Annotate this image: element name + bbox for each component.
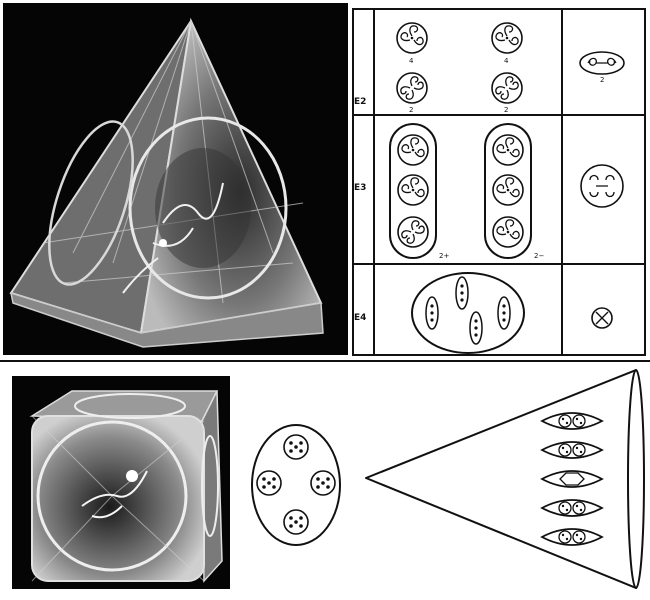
row-label-e3: E3	[354, 183, 366, 193]
cube-photo-panel	[12, 376, 230, 589]
pentagon-sphere-diagram	[248, 420, 344, 550]
symmetry-table: E2 E3 E4 4	[352, 8, 646, 356]
symmetry-table-svg: E2 E3 E4 4	[352, 8, 646, 356]
e2-tag-2: 4	[504, 57, 509, 65]
e2-right-tag: 2	[600, 76, 604, 84]
e3-right-glyph	[581, 165, 623, 207]
cone-svg	[364, 366, 646, 594]
row-label-e4: E4	[354, 313, 366, 323]
e2-tag-3: 2	[409, 106, 413, 114]
e2-tag-1: 4	[409, 57, 414, 65]
e3-tag-plus: 2+	[439, 252, 449, 260]
tetrahedron-photo	[3, 3, 348, 355]
e4-right-glyph	[592, 308, 612, 328]
e4-glyph	[412, 273, 524, 353]
section-divider	[0, 360, 650, 362]
pentagon-sphere-svg	[248, 420, 344, 550]
cone-diagram	[364, 366, 646, 594]
row-label-e2: E2	[354, 97, 366, 107]
cube-photo	[12, 376, 230, 589]
e2-tag-4: 2	[504, 106, 508, 114]
e3-tag-minus: 2−	[534, 252, 544, 260]
tetrahedron-photo-panel	[3, 3, 348, 355]
